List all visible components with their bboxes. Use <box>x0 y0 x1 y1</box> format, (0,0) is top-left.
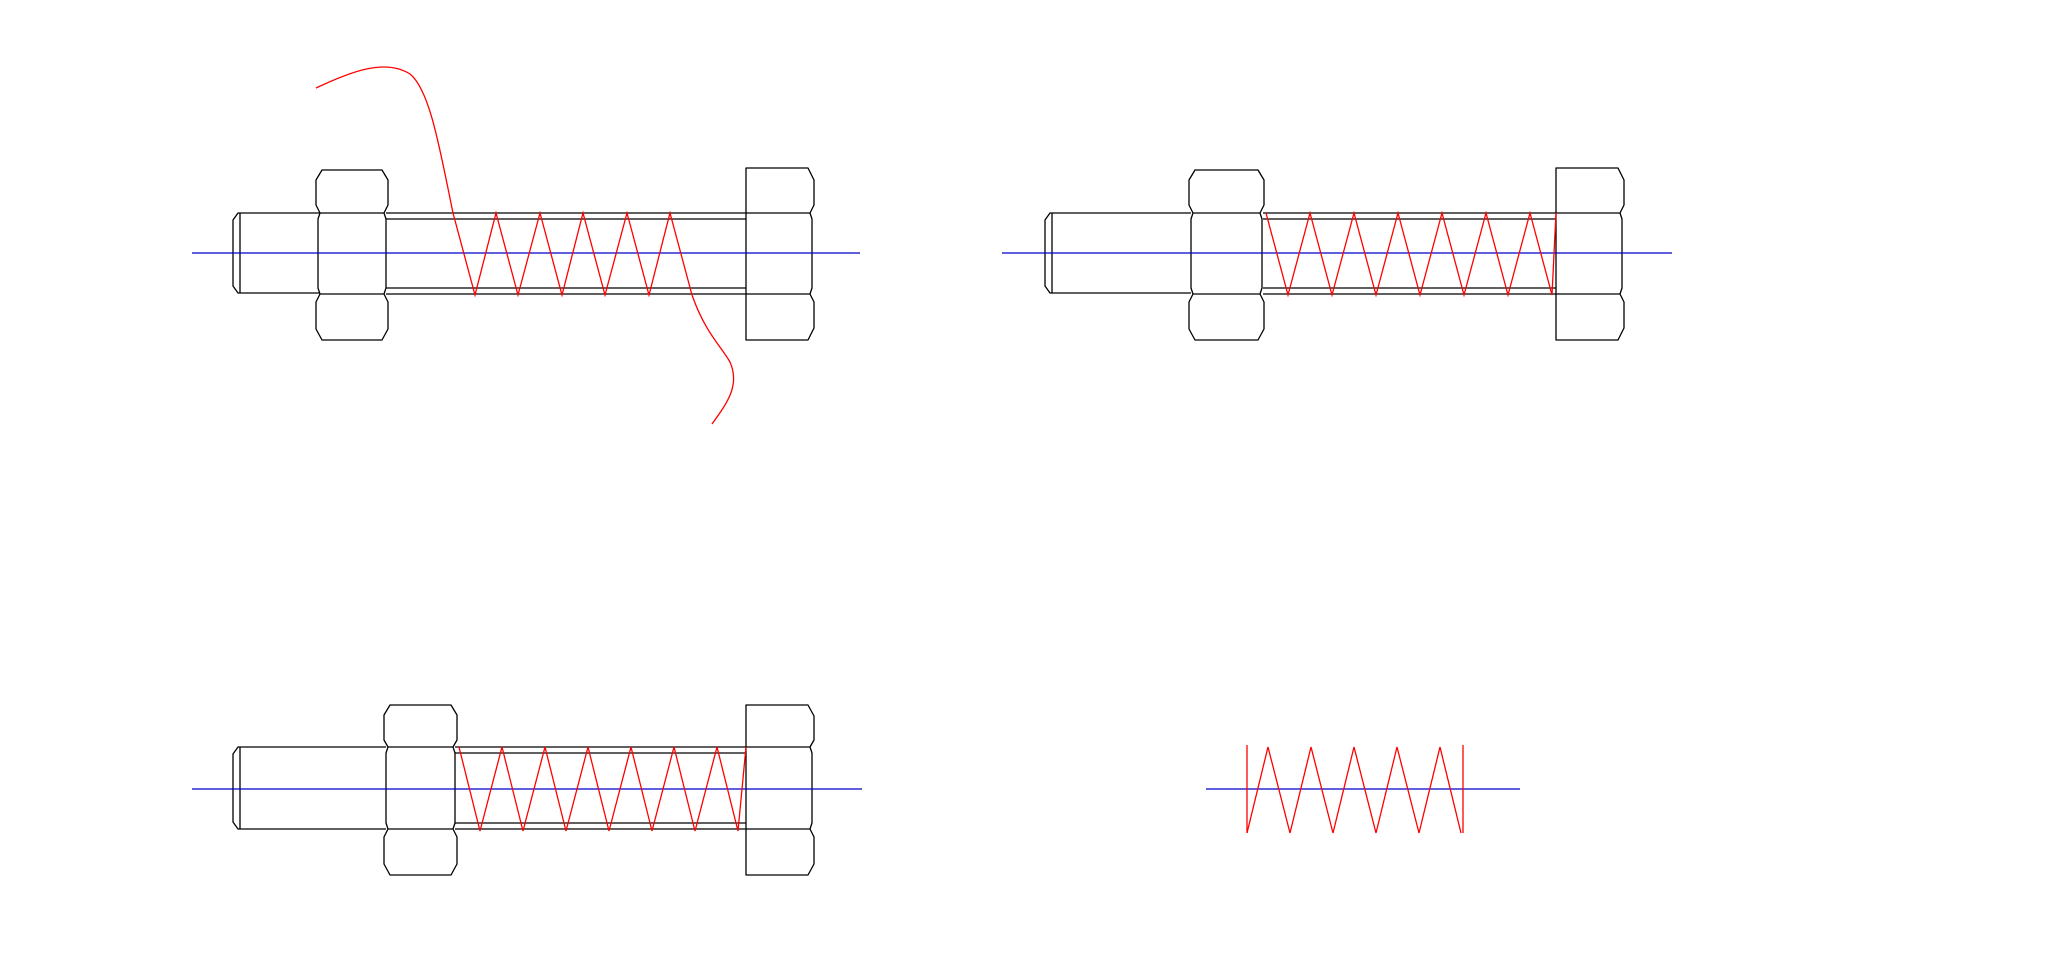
panel-bolt-spring-curved <box>192 66 860 425</box>
coil-spring <box>1265 210 1557 298</box>
hex-nut <box>315 169 389 341</box>
curved-line-upper <box>315 66 454 214</box>
coil-spring <box>1246 746 1462 834</box>
curved-line-lower <box>691 294 735 425</box>
hex-nut <box>1188 169 1265 341</box>
bolt-thread-end <box>232 746 386 830</box>
bolt-shank <box>386 212 746 295</box>
coil-spring <box>452 210 693 298</box>
bolt-head <box>1555 167 1625 341</box>
panel-bolt-spring-nut-moved <box>192 704 862 876</box>
panel-bolt-spring-right <box>1002 167 1672 341</box>
panel-spring-alone <box>1206 745 1520 834</box>
bolt-head <box>745 167 815 341</box>
bolt-head <box>745 704 815 876</box>
coil-spring <box>458 746 747 832</box>
hex-nut <box>383 704 458 876</box>
